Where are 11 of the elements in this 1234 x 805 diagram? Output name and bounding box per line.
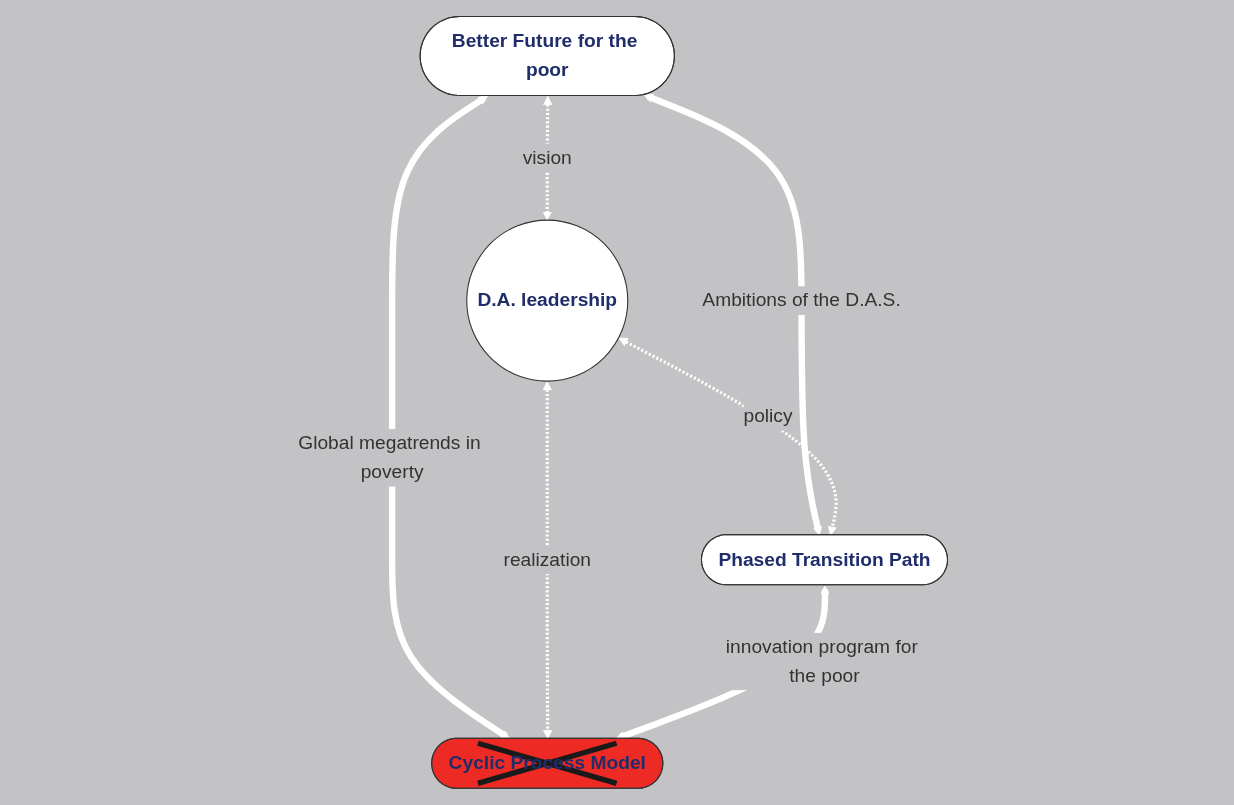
edge-label: Ambitions of the D.A.S. bbox=[702, 289, 902, 311]
arrow bbox=[543, 381, 553, 740]
arrow bbox=[644, 93, 823, 536]
node-circle: D.A. leadership bbox=[466, 219, 629, 382]
edge-label: innovation program for the poor bbox=[726, 635, 919, 687]
edge-label: vision bbox=[523, 146, 573, 168]
arrow bbox=[389, 95, 511, 740]
arrow bbox=[619, 337, 839, 536]
edge-label: Global megatrends in poverty bbox=[298, 432, 482, 483]
edge-label: policy bbox=[743, 405, 794, 427]
edge-label: realization bbox=[504, 548, 592, 570]
